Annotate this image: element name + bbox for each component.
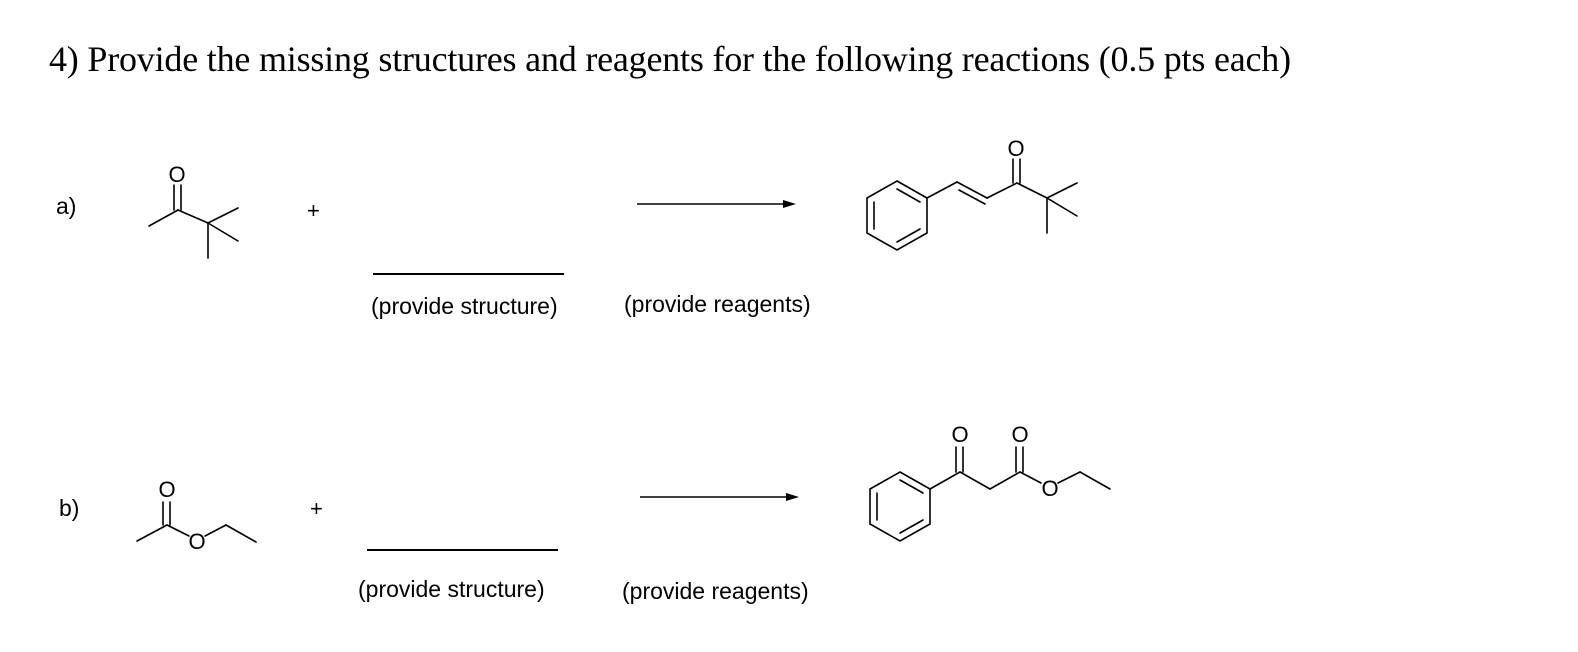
reaction-b-structure-hint: (provide structure) xyxy=(358,576,545,602)
reaction-a-label: a) xyxy=(56,193,77,219)
reaction-a-structure-hint: (provide structure) xyxy=(371,293,558,319)
reaction-b-product-ester-oxygen: O xyxy=(1041,476,1058,501)
reaction-b-reactant-ester-oxygen: O xyxy=(188,529,205,554)
reaction-a-plus: + xyxy=(307,198,320,223)
reaction-b-structure-blank[interactable] xyxy=(367,549,558,551)
reaction-a-structure-blank[interactable] xyxy=(373,273,564,275)
reaction-a-reactant-oxygen: O xyxy=(168,162,185,187)
reaction-a-product-oxygen: O xyxy=(1007,136,1024,161)
reaction-b-plus: + xyxy=(310,496,323,521)
reaction-b-product-ketone-oxygen: O xyxy=(951,422,968,447)
reaction-b-product-ester-carbonyl-oxygen: O xyxy=(1011,422,1028,447)
question-title: 4) Provide the missing structures and re… xyxy=(49,39,1291,79)
reaction-b-label: b) xyxy=(59,495,80,521)
reaction-a-reagents-hint: (provide reagents) xyxy=(624,291,811,317)
reaction-b-reactant-carbonyl-oxygen: O xyxy=(158,477,175,502)
reaction-b-reagents-hint: (provide reagents) xyxy=(622,578,809,604)
